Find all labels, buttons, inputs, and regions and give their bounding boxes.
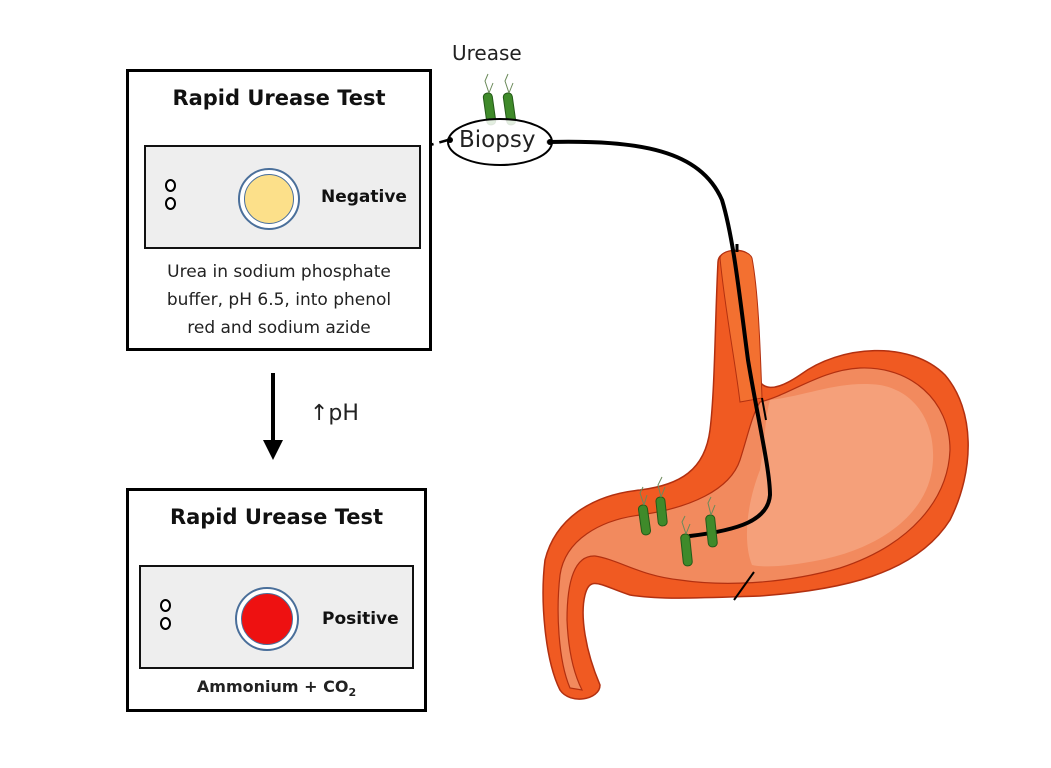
positive-test-panel: Rapid Urease Test Positive Ammonium + CO… <box>126 488 427 712</box>
bacteria-flagella <box>639 476 716 535</box>
h-pylori-bacterium <box>637 504 652 536</box>
h-pylori-bacterium <box>705 514 718 548</box>
product-description: Ammonium + CO2 <box>129 677 424 699</box>
h-pylori-bacterium <box>680 533 693 567</box>
reagent-description: Urea in sodium phosphate buffer, pH 6.5,… <box>129 258 429 342</box>
panel-title: Rapid Urease Test <box>172 86 386 110</box>
cardia-line <box>761 397 767 421</box>
caption-line: buffer, pH 6.5, into phenol <box>166 290 392 310</box>
urease-label: Urease <box>452 41 522 65</box>
biopsy-connector-dot <box>447 137 453 143</box>
caption-line: Urea in sodium phosphate <box>167 262 391 282</box>
reaction-well <box>235 587 299 651</box>
indicator-dot <box>165 197 176 210</box>
well-reagent-positive <box>241 593 293 645</box>
indicator-dot <box>160 599 171 612</box>
esophagus <box>719 250 763 403</box>
caption-line: red and sodium azide <box>187 318 371 338</box>
panel-title: Rapid Urease Test <box>169 505 384 529</box>
reaction-well <box>238 168 300 230</box>
bacteria-cluster <box>637 496 718 567</box>
negative-test-panel: Rapid Urease Test Negative Urea in sodiu… <box>126 69 432 351</box>
h-pylori-bacterium <box>655 496 668 527</box>
down-arrow-icon <box>263 440 283 460</box>
endoscope-cable[interactable] <box>546 139 773 538</box>
biopsy-connector-dot <box>547 139 553 145</box>
ph-increase-label: ↑pH <box>310 401 359 426</box>
result-positive: Positive <box>322 609 399 629</box>
indicator-dot <box>160 617 171 630</box>
test-strip: Negative <box>144 145 421 249</box>
caption-subscript: 2 <box>348 686 357 700</box>
biopsy-label: Biopsy <box>459 127 536 153</box>
stomach-lumen <box>746 383 934 567</box>
biopsy-flagella <box>484 73 514 94</box>
result-negative: Negative <box>321 187 407 207</box>
test-strip: Positive <box>139 565 414 669</box>
well-reagent-negative <box>244 174 294 224</box>
biopsy-bacteria <box>482 92 517 126</box>
indicator-dot <box>165 179 176 192</box>
pylorus-line <box>733 571 755 601</box>
caption-main: Ammonium + CO <box>196 677 349 696</box>
